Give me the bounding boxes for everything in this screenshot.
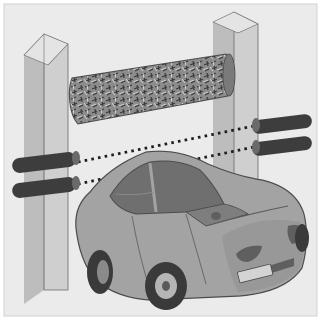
side-mirror [211,212,221,220]
front-wheel [145,262,187,310]
rear-wheel [87,250,113,294]
far-front-wheel [295,224,309,252]
